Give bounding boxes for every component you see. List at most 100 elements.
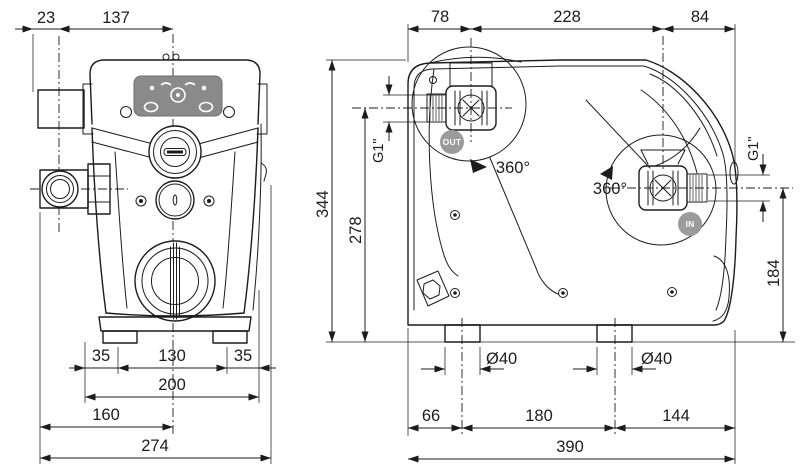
side-port-flange [87,163,111,215]
in-connector: IN 360° [593,134,717,246]
out-connector: OUT 360° [411,46,530,177]
side-port-ring [46,175,74,203]
panel-button-icon [143,101,159,113]
dim-label-274: 274 [141,437,169,455]
head-flange-right [256,83,268,135]
dim-label-390: 390 [556,438,584,456]
dim-label-200: 200 [158,376,186,394]
side-view: OUT 360° IN 360° [314,8,795,464]
panel-led-icon [149,85,155,91]
dim-label-137: 137 [102,9,130,27]
dim-label-184: 184 [765,259,783,287]
foot-front [444,324,481,343]
mid-knob [155,180,195,220]
in-thread [686,173,708,203]
dim-label-130: 130 [158,347,186,365]
dim-label-160: 160 [92,406,120,424]
recess-line [585,99,651,169]
screw-dot [207,199,211,203]
housing-seam [489,157,559,295]
recess-line [640,89,698,174]
dim-label-144: 144 [662,407,690,425]
out-badge [440,130,464,154]
side-cover-edge [252,123,262,311]
dim-label-66: 66 [422,407,440,425]
side-port-nut [41,170,79,208]
pump-cover [134,240,216,322]
thread-label-out: G1" [371,139,387,164]
knob-icon [170,87,186,103]
side-edge-detail [729,161,739,185]
rotate-arrow-icon [184,82,196,86]
rotation-label-in: 360° [593,180,627,198]
side-view-dimensions: 78 228 84 344 278 G1" G1" 184 Ø40 Ø40 [314,8,787,463]
pump-cover-ring [141,247,209,315]
foot-left [102,330,138,344]
front-seam [428,68,459,277]
fill-plug-slot [163,148,187,156]
screw [203,195,215,207]
in-detail-circle [605,134,717,246]
in-badge [678,212,702,236]
dim-label-278: 278 [347,216,365,244]
rear-support [712,255,730,322]
pump-cover-inner [151,257,199,305]
in-union-nut [649,174,677,202]
in-rotation-arrowhead-icon [600,166,613,180]
mid-knob-slot [172,194,178,206]
side-body-inner [413,65,728,311]
fill-plug-ring [153,130,197,174]
foot-rear [596,324,633,343]
dim-label-78: 78 [431,8,449,26]
thread-label-in: G1" [746,137,762,162]
in-badge-label: IN [685,219,694,229]
fill-plug-slot-bar [167,150,183,154]
screw [223,106,235,118]
cable-gland [172,53,180,61]
side-cover-tab [260,162,267,182]
recess-line [654,127,701,167]
out-union-nut [457,94,485,122]
head-flange-left [82,83,94,135]
side-port-bore [50,179,70,199]
cable-gland [162,53,170,61]
screw-dot [139,199,143,203]
rotate-arrow-icon [160,82,172,86]
dim-label-23: 23 [37,9,55,27]
top-dome [429,56,522,64]
screw [135,195,147,207]
dim-label-35-left: 35 [92,347,110,365]
base-plate [98,316,252,332]
dim-label-84: 84 [691,8,709,26]
out-thread-hatch [429,95,443,121]
dim-label-180: 180 [525,407,553,425]
out-detail-circle [411,46,527,162]
mid-knob-ring [158,183,192,217]
body-edge-right [243,127,259,314]
in-thread-hatch [689,175,703,201]
rotation-label-out: 360° [496,159,530,177]
body-seam [222,151,236,309]
body-seam [114,151,128,309]
front-head-outline [89,59,261,125]
front-view: 23 137 35 130 35 200 160 274 [15,9,276,464]
screw [120,106,132,118]
dim-label-344: 344 [314,190,332,218]
dim-label-228: 228 [553,8,581,26]
out-rotation-arrowhead-icon [470,159,487,173]
body-edge-left [91,127,107,314]
drain-plug [416,270,450,307]
suction-port-upper [37,89,85,129]
front-view-dimensions: 23 137 35 130 35 200 160 274 [15,9,276,462]
dim-label-35-right: 35 [234,347,252,365]
side-screws [450,210,677,298]
slope-line [649,73,718,157]
screw [429,76,437,84]
knob-dot-icon [176,93,180,97]
dim-label-d40-right: Ø40 [641,350,672,368]
foot-right [212,330,248,344]
fill-plug-inner [160,137,190,167]
panel-led-icon [201,85,207,91]
